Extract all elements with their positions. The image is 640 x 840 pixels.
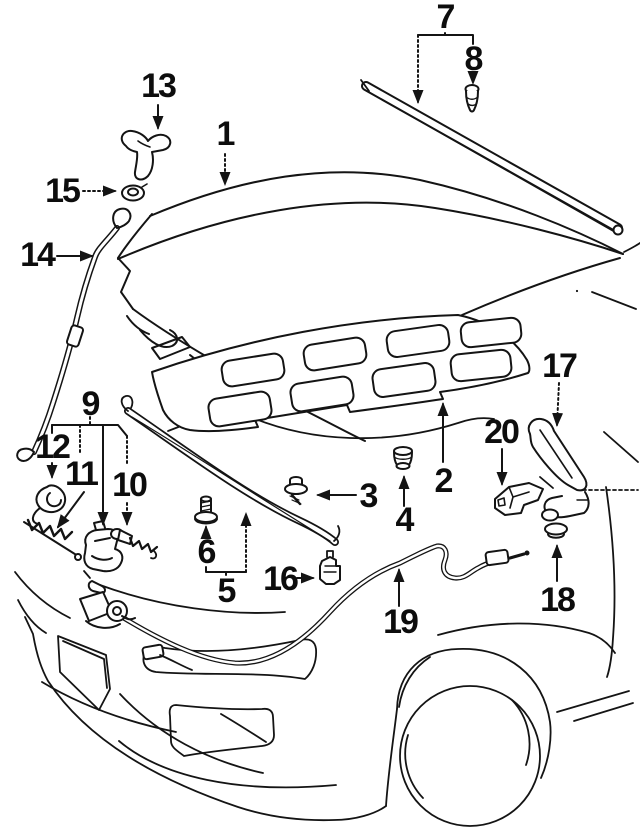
insulation-pad [151, 314, 531, 432]
rod-clamp-13 [120, 129, 172, 181]
part-label-17: 17 [542, 347, 578, 385]
part-label-20: 20 [484, 413, 520, 451]
cushion-4 [393, 446, 413, 470]
part-label-9: 9 [81, 385, 101, 423]
hood-support-rod [16, 207, 132, 462]
part-label-12: 12 [35, 428, 71, 466]
part-label-11: 11 [65, 455, 99, 493]
rear-weatherstrip [360, 79, 624, 236]
part-label-16: 16 [263, 560, 299, 598]
hood-release-cable [119, 543, 530, 666]
hood-hinge-17 [527, 417, 590, 522]
leader-lines [46, 32, 564, 607]
clip-8 [464, 84, 480, 113]
hood-latch-handle-assembly [79, 570, 193, 671]
part-label-8: 8 [464, 40, 484, 78]
part-label-14: 14 [20, 236, 56, 274]
cushion-18 [544, 522, 568, 539]
stud-6 [194, 495, 218, 525]
part-label-5: 5 [217, 572, 237, 610]
lock-bracket-20 [494, 482, 544, 516]
part-label-4: 4 [395, 501, 415, 539]
part-label-2: 2 [434, 462, 454, 500]
screw-3 [284, 476, 308, 506]
part-label-3: 3 [359, 477, 379, 515]
part-label-1: 1 [216, 115, 236, 153]
part-label-10: 10 [112, 466, 148, 504]
grommet-15 [121, 183, 148, 202]
part-label-6: 6 [197, 533, 217, 571]
part-label-19: 19 [383, 603, 419, 641]
part-label-7: 7 [436, 0, 456, 36]
hood-front-seal [120, 395, 341, 546]
part-label-13: 13 [141, 67, 177, 105]
part-label-15: 15 [45, 172, 81, 210]
clip-16 [319, 550, 341, 585]
part-label-18: 18 [540, 581, 576, 619]
